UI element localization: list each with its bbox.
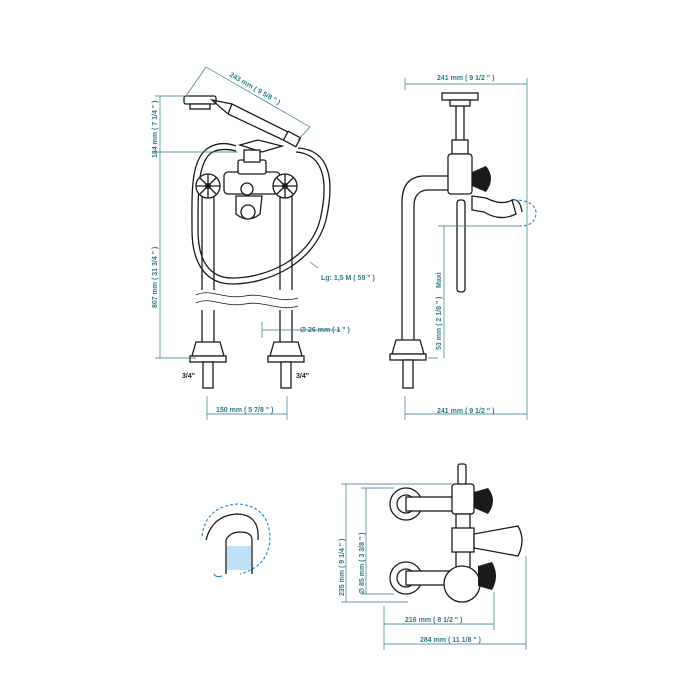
mixer-body	[223, 149, 281, 220]
side-max-height-dimension: 53 mm ( 2 1/8 " )	[436, 296, 443, 350]
wall-height-dimension: 235 mm ( 9 1/4 " )	[339, 539, 346, 596]
total-height-dimension: 807 mm ( 31 3/4 " )	[152, 247, 159, 308]
wall-total-width-dimension: 284 mm ( 11 1/8 " )	[420, 637, 481, 644]
standpipes	[189, 196, 305, 389]
right-connection-label: 3/4"	[296, 373, 309, 380]
front-width-dimension: 150 mm ( 5 7/8 " )	[216, 407, 273, 414]
wall-diameter-dimension: ∅ 85 mm ( 3 3/8 " )	[358, 532, 366, 594]
front-dimensions	[155, 66, 340, 420]
handshower-height-dimension: 184 mm ( 7 1/4 " )	[152, 101, 159, 158]
side-bottom-width-dimension: 241 mm ( 9 1/2 " )	[437, 408, 494, 415]
hand-shower	[183, 95, 302, 153]
front-view: 184 mm ( 7 1/4 " ) 807 mm ( 31 3/4 " ) 1…	[152, 66, 375, 420]
handshower-length-dimension: 243 mm ( 9 5/8 " )	[228, 72, 281, 107]
left-cross-handle	[195, 173, 221, 199]
left-connection-label: 3/4"	[182, 373, 195, 380]
water-flow-detail	[201, 503, 271, 578]
pipe-diameter-dimension: ∅ 26 mm ( 1 " )	[300, 326, 350, 334]
wall-inner-width-dimension: 216 mm ( 8 1/2 " )	[405, 617, 462, 624]
side-view	[389, 78, 537, 420]
side-top-width-dimension: 241 mm ( 9 1/2 " )	[437, 75, 494, 82]
side-maxi-label: Maxi	[436, 272, 443, 288]
wall-mount-view	[341, 463, 527, 650]
right-cross-handle	[272, 173, 298, 199]
hose-length-dimension: Lg: 1,5 M ( 59 " )	[321, 275, 375, 282]
